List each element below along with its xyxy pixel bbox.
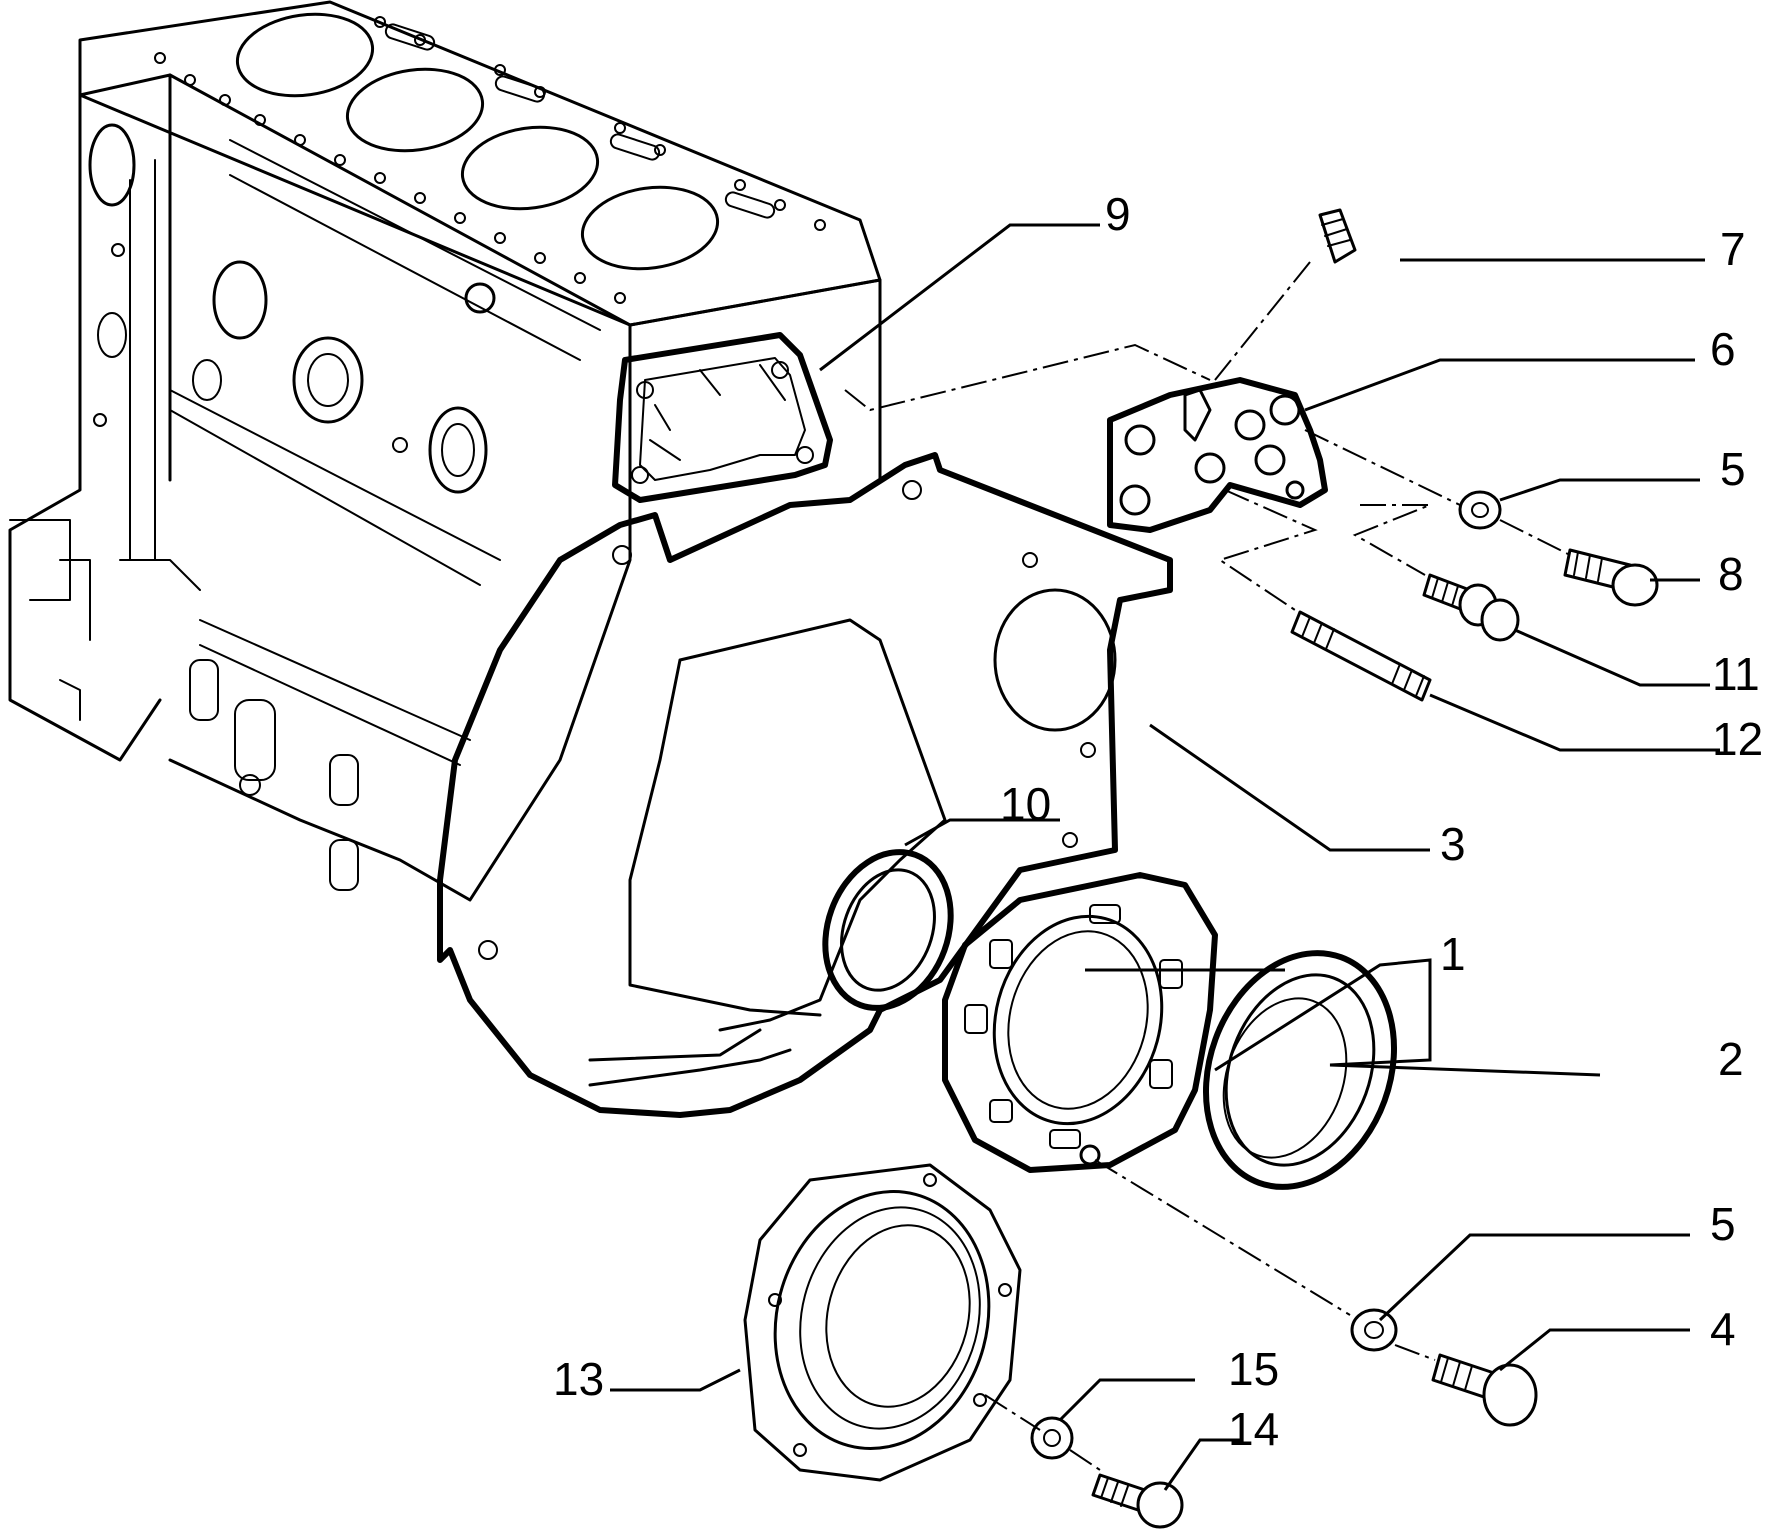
part-timing-plate xyxy=(437,452,1173,1118)
callout-4: 4 xyxy=(1710,1303,1736,1355)
callout-11: 11 xyxy=(1712,648,1760,700)
part-bolt-11 xyxy=(1422,573,1520,642)
callout-1: 1 xyxy=(1440,928,1466,980)
part-stud-12 xyxy=(1290,610,1432,702)
part-oil-seal xyxy=(1202,950,1398,1190)
leader-lines xyxy=(610,223,1720,1491)
callout-13: 13 xyxy=(553,1353,604,1405)
callout-10: 10 xyxy=(1000,778,1051,830)
part-plug xyxy=(1318,208,1357,264)
part-bolt-14 xyxy=(1091,1473,1184,1529)
part-washer-upper xyxy=(1458,490,1502,530)
callout-12: 12 xyxy=(1712,713,1763,765)
part-bolt-4 xyxy=(1431,1353,1538,1427)
assembly-lines xyxy=(844,261,1571,1471)
callout-14: 14 xyxy=(1228,1403,1279,1455)
part-bolt-8 xyxy=(1563,548,1659,607)
callout-labels: 1 2 3 4 5 5 6 7 8 9 10 11 12 13 14 15 xyxy=(553,188,1763,1455)
callout-3: 3 xyxy=(1440,818,1466,870)
part-seal-ring xyxy=(822,849,954,1011)
callout-8: 8 xyxy=(1718,548,1744,600)
part-gasket xyxy=(612,332,833,503)
part-washer-15 xyxy=(1030,1416,1074,1460)
callout-5-lower: 5 xyxy=(1710,1198,1736,1250)
callout-5-upper: 5 xyxy=(1720,443,1746,495)
part-washer-lower xyxy=(1350,1308,1398,1352)
part-rear-cover xyxy=(942,872,1218,1173)
callout-15: 15 xyxy=(1228,1343,1279,1395)
part-front-cover xyxy=(743,1163,1022,1482)
callout-2: 2 xyxy=(1718,1033,1744,1085)
callout-9: 9 xyxy=(1105,188,1131,240)
engine-block xyxy=(8,0,882,902)
callout-6: 6 xyxy=(1710,323,1736,375)
callout-7: 7 xyxy=(1720,223,1746,275)
part-bracket xyxy=(1107,377,1328,533)
